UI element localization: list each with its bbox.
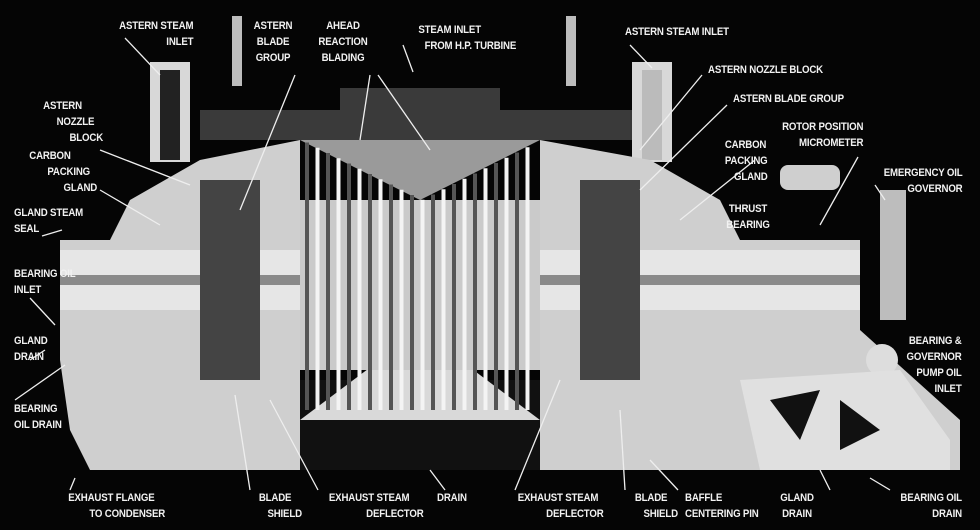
label-drain: DRAIN: [437, 492, 467, 504]
rotor-drum: [300, 200, 540, 370]
blade-row: [431, 194, 435, 410]
blade-row: [378, 179, 383, 410]
gland-left: [200, 180, 260, 380]
blade-row: [525, 147, 530, 410]
blade-row: [410, 195, 414, 410]
blade-row: [473, 173, 477, 410]
reaction-blades: [305, 142, 530, 410]
blade-row: [441, 189, 446, 410]
micrometer: [780, 165, 840, 190]
label-astern-blade-group-right: ASTERN BLADE GROUP: [733, 93, 844, 105]
blade-row: [305, 142, 309, 410]
blade-row: [494, 163, 498, 410]
leader-lines: [14, 37, 891, 491]
blade-row: [515, 152, 519, 410]
blade-row: [483, 168, 488, 410]
governor: [880, 190, 906, 320]
pump-flange: [866, 344, 898, 376]
casing-top: [200, 88, 640, 140]
blade-row: [326, 153, 330, 410]
handle-right: [566, 16, 576, 86]
blade-row: [452, 184, 456, 410]
label-astern-nozzle-block-right: ASTERN NOZZLE BLOCK: [708, 64, 823, 76]
gland-right: [580, 180, 640, 380]
blade-row: [347, 163, 351, 410]
blade-row: [389, 184, 393, 410]
blade-row: [336, 158, 341, 410]
blade-row: [368, 174, 372, 410]
handle-left: [232, 16, 242, 86]
blade-row: [504, 157, 509, 410]
label-astern-steam-inlet-right: ASTERN STEAM INLET: [625, 26, 729, 38]
blade-row: [420, 199, 425, 410]
blade-row: [399, 189, 404, 410]
blade-row: [462, 178, 467, 410]
blade-row: [315, 147, 320, 410]
inner-cone: [300, 140, 540, 200]
blade-row: [357, 168, 362, 410]
